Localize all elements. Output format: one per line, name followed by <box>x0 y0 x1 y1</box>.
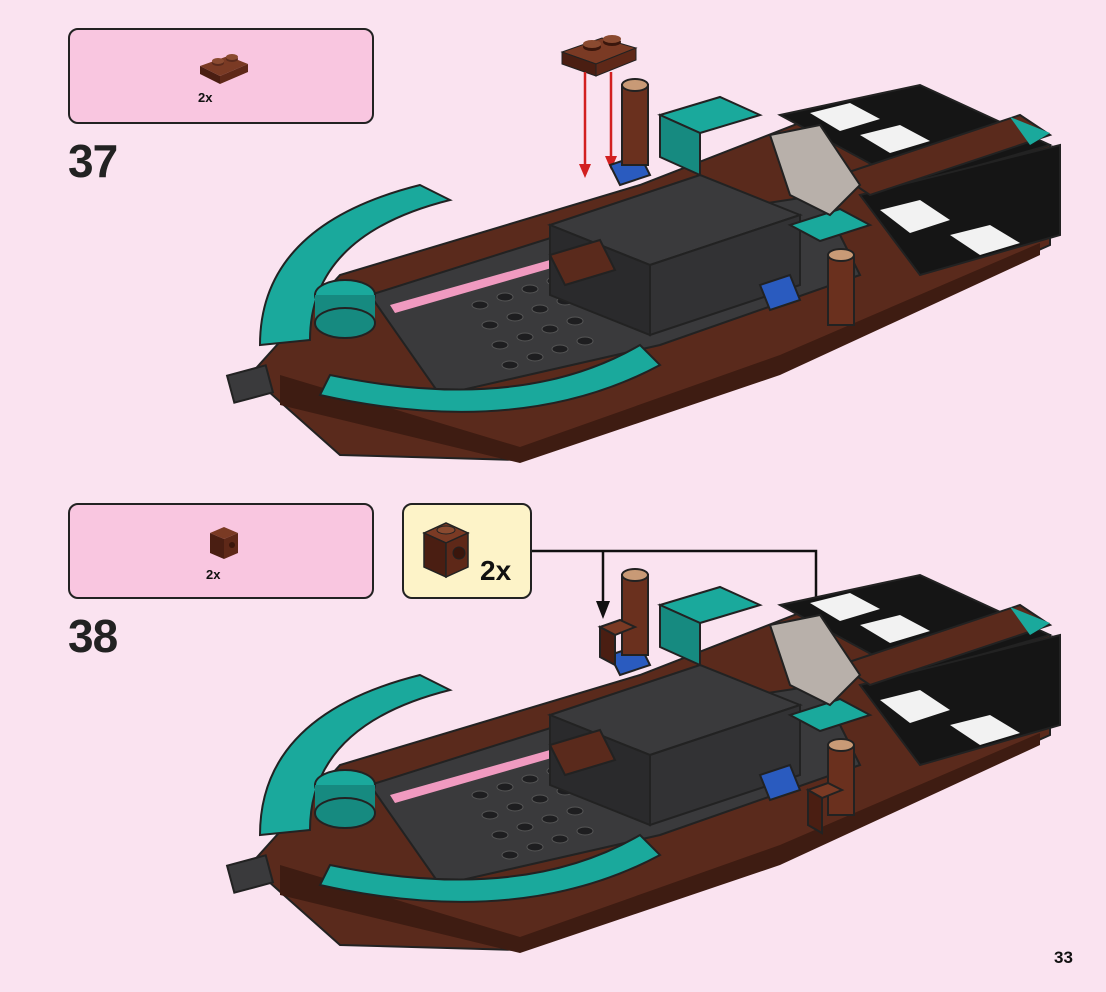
brown-brick-1x1-stud-icon <box>422 522 470 579</box>
page-number: 33 <box>1054 948 1073 967</box>
parts-list-step-38: 2x <box>68 503 374 599</box>
parts-list-step-37: 2x <box>68 28 374 124</box>
step-number: 37 <box>68 135 118 187</box>
callout-quantity: 2x <box>480 555 512 586</box>
part-quantity: 2x <box>206 567 221 582</box>
new-part-brown-plate <box>560 35 638 77</box>
ship-model-illustration <box>225 568 1061 953</box>
brown-brick-1x1-stud-icon <box>210 527 238 559</box>
sub-assembly-callout: 2x <box>402 503 532 599</box>
placement-arrows-red <box>579 72 617 178</box>
brown-plate-1x2-icon <box>200 54 248 84</box>
part-quantity: 2x <box>198 90 213 105</box>
step-number: 38 <box>68 610 118 662</box>
ship-model-illustration <box>225 78 1061 463</box>
